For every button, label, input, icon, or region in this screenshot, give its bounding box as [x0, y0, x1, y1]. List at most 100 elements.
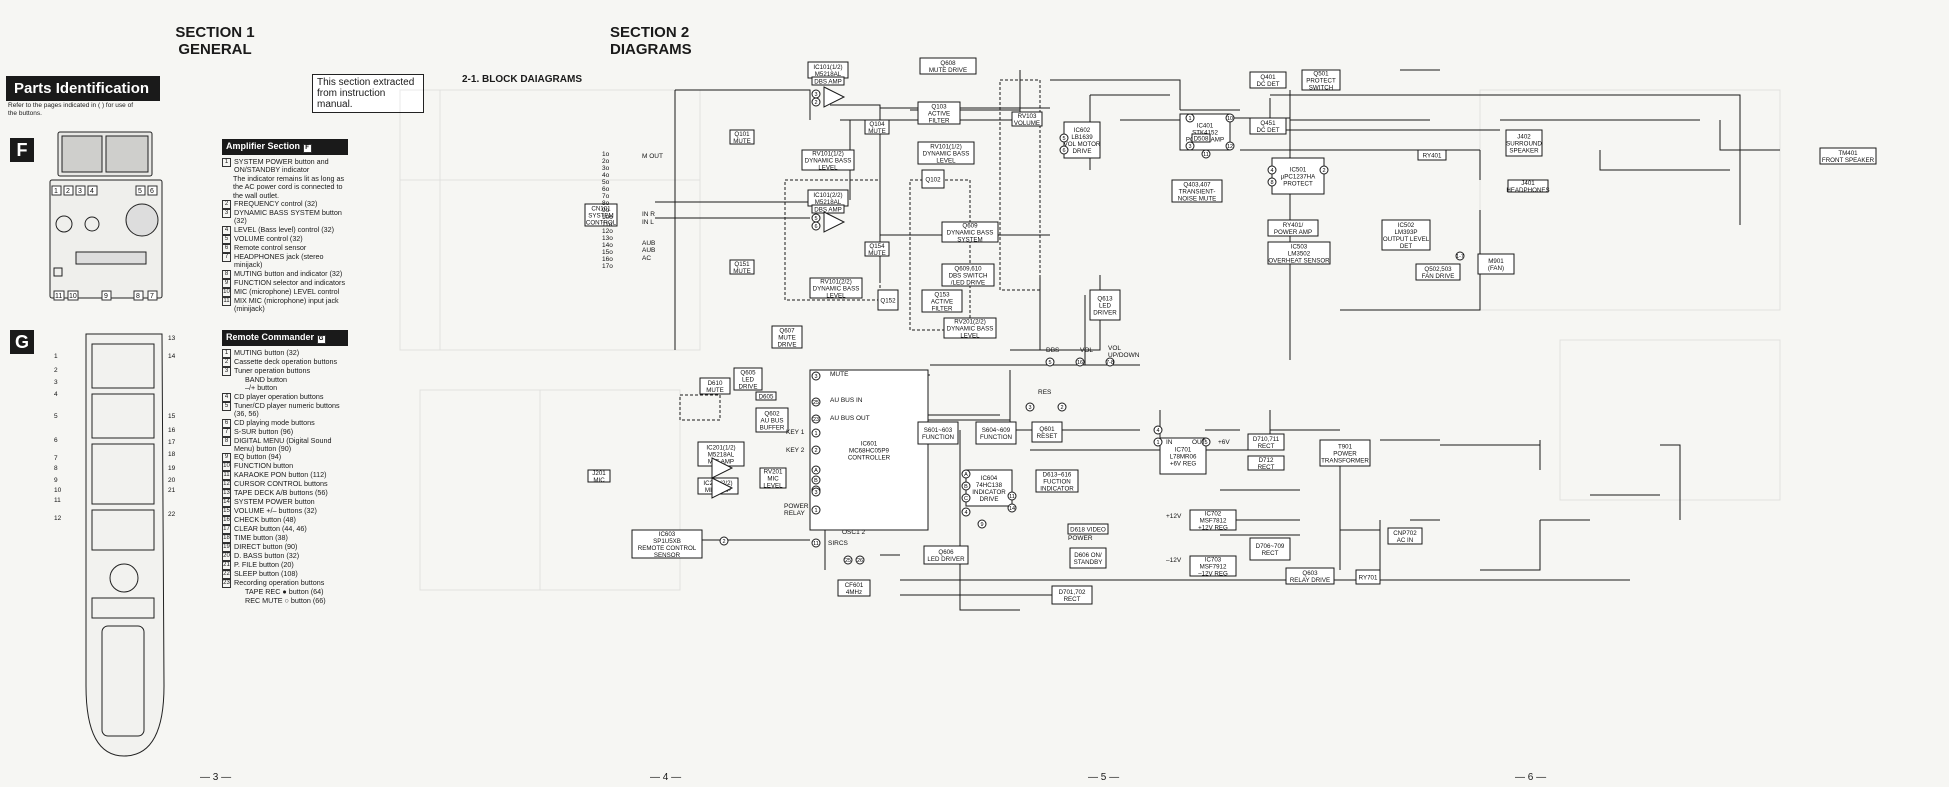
- pin-number: 1: [814, 431, 817, 437]
- block-label: DYNAMIC BASS: [947, 325, 994, 332]
- block-label: D606 ON/: [1074, 552, 1102, 559]
- remote-item-number: 19: [222, 543, 231, 553]
- block-label: REMOTE CONTROL: [638, 545, 697, 552]
- dashed-wire: [999, 79, 1041, 291]
- block-label: DYNAMIC BASS: [947, 229, 994, 236]
- page-number-3: — 3 —: [200, 772, 232, 783]
- label-aub: AUB: [642, 240, 655, 247]
- block-label: /LED DRIVE: [951, 279, 985, 286]
- remote-item: REC MUTE ○ button (66): [222, 596, 350, 605]
- block-label: PROTECT: [1306, 77, 1336, 84]
- label-6v-rail: +6V: [1218, 439, 1230, 446]
- block-label: MUTE: [706, 387, 724, 394]
- remote-item-number: 20: [222, 552, 231, 562]
- remote-item-text: VOLUME +/– buttons (32): [234, 506, 317, 516]
- amplifier-item-number: 8: [222, 269, 231, 279]
- block-label: MUTE: [868, 128, 886, 135]
- block-label: D710,711: [1253, 436, 1280, 443]
- pin-number: 1: [814, 508, 817, 514]
- pin-marker: [1201, 149, 1211, 159]
- block-label: Q401: [1260, 74, 1276, 81]
- block-label: µPC1237HA: [1281, 173, 1316, 180]
- remote-item: BAND button: [222, 375, 350, 384]
- block-label: Q606: [938, 549, 954, 556]
- block-d605: D605: [755, 391, 777, 401]
- block-label: Q403,407: [1183, 181, 1211, 188]
- block-label: CNP702: [1393, 530, 1417, 537]
- remote-item-number: 4: [222, 392, 231, 402]
- block-label: Q613: [1097, 295, 1113, 302]
- block-label: J402: [1517, 133, 1531, 140]
- block-ry701: RY701: [1355, 569, 1381, 585]
- pin-marker: [1153, 425, 1163, 435]
- amplifier-item-number: 10: [222, 287, 231, 297]
- pin-number: 6: [814, 224, 817, 230]
- amplifier-header-text: Amplifier Section: [226, 141, 301, 151]
- pin-marker: [977, 519, 987, 529]
- remote-item-number: 2: [222, 358, 231, 367]
- block-label: 4MHz: [846, 589, 862, 596]
- block-label: D508: [1194, 135, 1209, 142]
- pin-marker: [1045, 357, 1055, 367]
- remote-item-number: 14: [222, 498, 231, 508]
- remote-item-text: P. FILE button (20): [234, 560, 294, 570]
- pin-marker: [811, 414, 821, 424]
- pin-number: 3: [814, 92, 817, 98]
- pin-number: C: [964, 496, 968, 502]
- pin-marker: [1059, 145, 1069, 155]
- remote-item-text: TAPE DECK A/B buttons (56): [234, 488, 328, 498]
- block-label: IC601: [861, 440, 878, 447]
- block-label: Q451: [1260, 120, 1276, 127]
- remote-item-number: 23: [222, 579, 231, 589]
- block-label: Q602: [764, 410, 780, 417]
- pin-marker: [1153, 437, 1163, 447]
- label-dbs: DBS: [1046, 347, 1060, 354]
- pin-marker: [1075, 357, 1085, 367]
- remote-item: –/+ button: [222, 383, 350, 392]
- block-label: AU BUS: [760, 417, 783, 424]
- block-label: SENSOR: [654, 552, 681, 559]
- section1-title: SECTION 1: [175, 24, 255, 41]
- remote-item-text: MUTING button (32): [234, 348, 300, 357]
- block-label: MUTE: [733, 268, 751, 275]
- remote-item-text: DIGITAL MENU (Digital Sound Menu) button…: [234, 435, 332, 454]
- pin-number: 11: [1203, 152, 1209, 158]
- block-label: CF601: [845, 582, 864, 589]
- wire: [675, 89, 811, 120]
- block-label: D610: [708, 380, 723, 387]
- label-osc: OSC1 2: [842, 529, 866, 536]
- cn101-pin-numbers: 13o: [602, 235, 613, 242]
- block-label: J201: [592, 470, 606, 477]
- block-label: RV201: [764, 468, 783, 475]
- remote-item-number: 15: [222, 507, 231, 517]
- label-mute: MUTE: [830, 371, 849, 378]
- wire: [959, 430, 1020, 611]
- block-label: L78MR06: [1170, 453, 1197, 460]
- block-label: MSF7812: [1200, 517, 1227, 524]
- block-label: SP1U5XB: [653, 538, 681, 545]
- label-vol: VOL: [1080, 347, 1093, 354]
- block-label: D605: [759, 393, 774, 400]
- amplifier-item: The indicator remains lit as long as the…: [222, 174, 350, 200]
- pin-number: 7-8: [1106, 360, 1114, 366]
- section2-title: SECTION 2: [610, 24, 690, 41]
- remote-item-text: KARAOKE PON button (112): [234, 470, 327, 480]
- block-label: T901: [1338, 443, 1353, 450]
- block-label: FAN DRIVE: [1422, 273, 1455, 280]
- block-label: RV101(1/2): [812, 150, 844, 157]
- block-label: LED DRIVER: [927, 556, 965, 563]
